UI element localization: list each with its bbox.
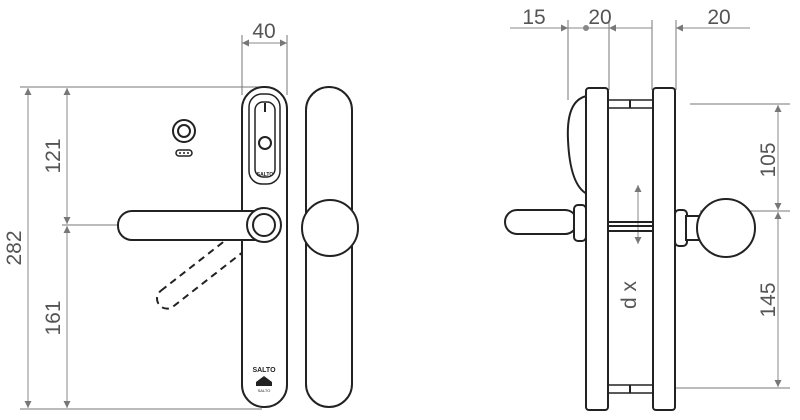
key-cylinder-icon [172,119,196,157]
knob-plate-profile [301,86,359,408]
reader-brand-label: SALTO [257,172,274,178]
left-plate [585,87,609,411]
side-knob [696,198,756,258]
dimension-width-label: 40 [252,20,275,43]
dimension-point-icon [583,25,589,31]
front-view: 40 282 121 161 [3,20,359,410]
dimension-total-height-label: 282 [3,230,26,265]
plate-brand-label: SALTO [252,367,276,374]
side-view: 15 20 20 105 145 d x [504,6,790,411]
brand-logo-icon [256,376,272,386]
dimension-15-label: 15 [522,6,545,29]
dimension-20-a-label: 20 [588,6,611,29]
right-plate [652,87,676,411]
side-lever [504,209,578,235]
dimension-145-label: 145 [757,282,780,317]
plate-brand-sub-label: SALTO [258,388,271,393]
side-lever-rose [573,204,587,242]
escutcheon-plate: SALTO SALTO SALTO [241,86,288,408]
dimension-20-b-label: 20 [707,6,730,29]
dimension-bottom-part-label: 161 [42,300,65,335]
dimension-105-label: 105 [757,142,780,177]
lever-handle [117,207,282,243]
reader-housing [566,94,588,196]
dimension-top-part-label: 121 [42,138,65,173]
dimension-thickness-label: d x [618,280,641,309]
